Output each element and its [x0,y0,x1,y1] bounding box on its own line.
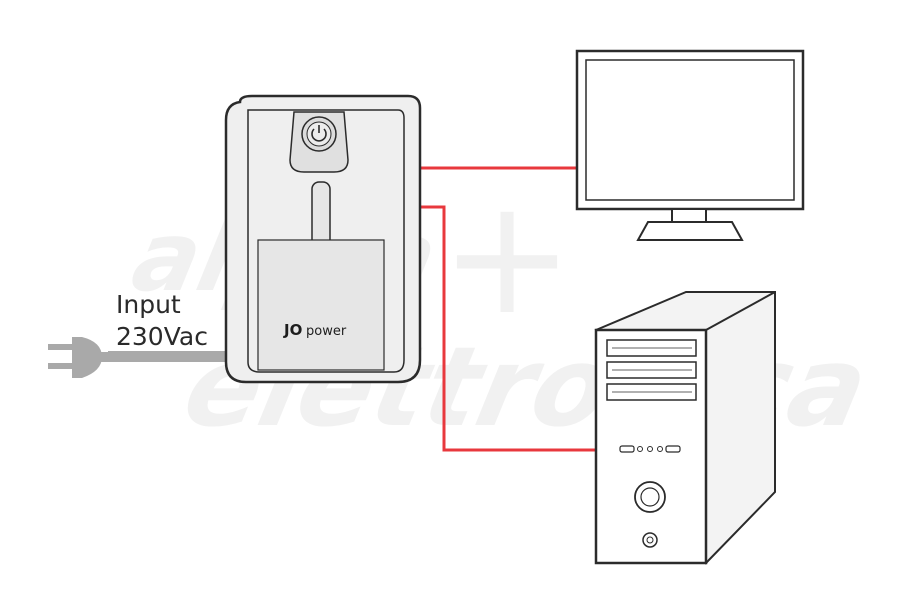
monitor [575,49,805,241]
ups-front-panel [257,239,385,371]
voltage-label: 230Vac [116,322,208,351]
logo-prefix: JO [283,321,302,339]
pc-tower [594,291,776,565]
cable-to-pc [418,205,596,452]
ups-unit: JO power [224,94,422,384]
ups-brand-logo: JO power [283,321,347,339]
power-plug-icon [48,337,110,378]
watermark-plus: + [440,163,574,350]
input-label: Input [116,290,181,319]
power-cable [108,351,230,362]
power-button-icon [301,116,337,152]
logo-suffix: power [306,324,347,339]
output-cables [418,166,596,452]
